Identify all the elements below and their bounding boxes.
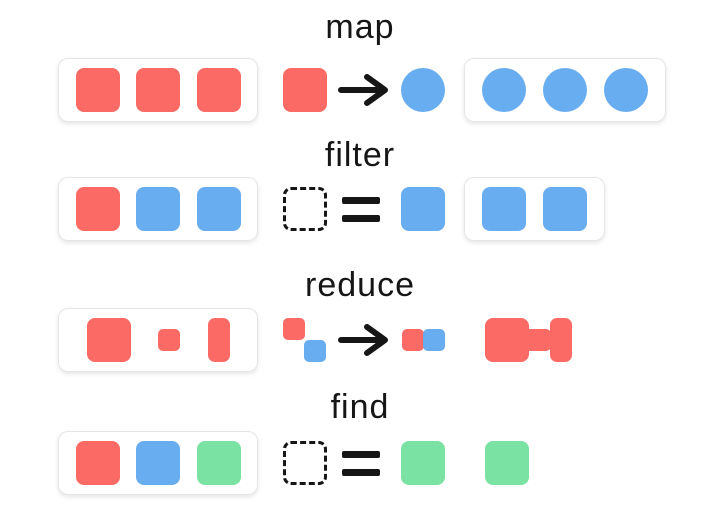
red-blue-diagonal-pair-shape — [283, 318, 326, 362]
red-square-shape — [75, 441, 120, 485]
blue-circle-shape — [543, 68, 587, 112]
find-input-array-box — [58, 431, 258, 495]
red-square-shape — [86, 318, 131, 362]
red-square-small-shape — [402, 329, 424, 351]
blue-square-shape — [196, 187, 241, 231]
reduce-output — [485, 318, 572, 362]
blue-circle-shape — [604, 68, 648, 112]
filter-input-array-box — [58, 177, 258, 241]
row-title-find: find — [330, 388, 390, 426]
merged-big-square — [485, 318, 529, 362]
find-row — [0, 431, 720, 495]
equals-shape — [342, 196, 386, 222]
map-operation — [283, 58, 445, 122]
row-title-filter: filter — [324, 136, 396, 174]
red-square-shape — [136, 68, 180, 112]
filter-row — [0, 177, 720, 241]
row-title-reduce: reduce — [305, 266, 415, 304]
merged-tall-rect — [550, 318, 572, 362]
blue-square-small-shape — [304, 340, 326, 362]
red-square-shape — [75, 68, 120, 112]
reduce-input-array-box — [58, 308, 258, 372]
blue-circle-shape — [482, 68, 526, 112]
dashed-square-shape — [283, 187, 327, 231]
equals-bar — [342, 450, 380, 458]
red-merged-shape-shape — [485, 318, 572, 362]
red-square-shape — [75, 187, 120, 231]
red-blue-adjacent-pair-shape — [402, 329, 445, 351]
blue-circle-shape — [401, 68, 445, 112]
blue-square-shape — [136, 187, 180, 231]
arrow-glyph — [338, 74, 388, 106]
blue-square-small-shape — [423, 329, 445, 351]
filter-output-array-box — [464, 177, 605, 241]
blue-square-shape — [401, 187, 445, 231]
green-square-shape — [196, 441, 241, 485]
equals-bar — [342, 468, 380, 476]
filter-operation — [283, 177, 445, 241]
blue-square-shape — [482, 187, 526, 231]
reduce-operation — [283, 308, 445, 372]
find-output — [485, 441, 529, 485]
arrow-shape — [338, 72, 390, 108]
row-title-map: map — [325, 8, 395, 46]
green-square-shape — [485, 441, 529, 485]
map-input-array-box — [58, 58, 258, 122]
reduce-row — [0, 308, 720, 372]
arrow-glyph — [338, 324, 388, 356]
map-output-array-box — [464, 58, 666, 122]
arrow-shape — [338, 322, 390, 358]
equals-bar — [342, 214, 380, 222]
map-row — [0, 58, 720, 122]
green-square-shape — [401, 441, 445, 485]
merged-connector — [525, 329, 551, 351]
equals-shape — [342, 450, 386, 476]
red-square-shape — [283, 68, 327, 112]
red-square-small-shape — [283, 318, 305, 340]
red-square-shape — [196, 68, 241, 112]
red-rect-tall-shape — [207, 318, 230, 362]
dashed-square-shape — [283, 441, 327, 485]
blue-square-shape — [136, 441, 180, 485]
find-operation — [283, 431, 445, 495]
red-square-small-shape — [158, 329, 180, 351]
blue-square-shape — [543, 187, 587, 231]
equals-bar — [342, 196, 380, 204]
